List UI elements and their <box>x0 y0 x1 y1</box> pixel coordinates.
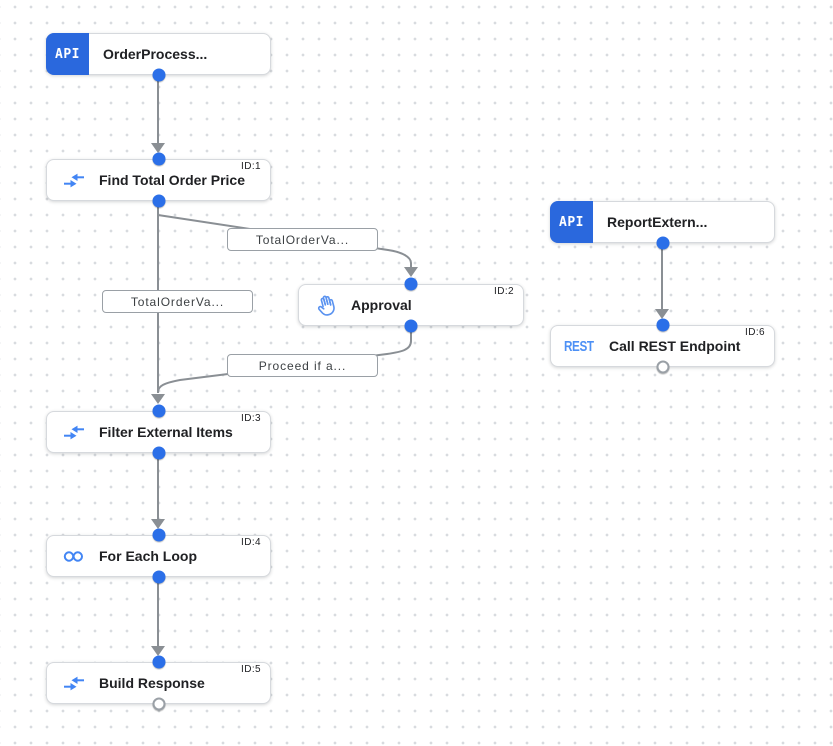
task-id-badge: ID:6 <box>745 327 765 338</box>
connector-in-handle[interactable] <box>152 152 165 166</box>
connector-out-handle[interactable] <box>152 570 165 584</box>
arrowhead-icon <box>151 519 165 529</box>
hand-approval-icon <box>313 294 339 317</box>
node-order-trigger[interactable]: API OrderProcess... <box>46 33 271 82</box>
task-id-badge: ID:5 <box>241 664 261 675</box>
node-build-response[interactable]: ID:5 Build Response <box>46 655 271 711</box>
infinity-loop-icon <box>61 550 87 563</box>
data-mapping-icon <box>61 676 87 691</box>
connector-in-handle[interactable] <box>152 528 165 542</box>
arrowhead-icon <box>404 267 418 277</box>
node-title: Build Response <box>99 675 205 691</box>
arrowhead-icon <box>151 143 165 153</box>
api-badge: API <box>46 33 89 75</box>
edge-label-find-to-approval[interactable]: TotalOrderVa... <box>227 228 378 251</box>
node-title: Find Total Order Price <box>99 172 245 188</box>
arrowhead-icon <box>151 646 165 656</box>
edge-find-to-approval <box>157 207 412 267</box>
connector-out-handle-empty[interactable] <box>656 360 669 374</box>
task-id-badge: ID:3 <box>241 413 261 424</box>
data-mapping-icon <box>61 425 87 440</box>
task-id-badge: ID:2 <box>494 286 514 297</box>
node-call-rest-endpoint[interactable]: ID:6 REST Call REST Endpoint <box>550 318 775 374</box>
connector-out-handle[interactable] <box>404 319 418 333</box>
connector-out-handle[interactable] <box>152 446 165 460</box>
task-id-badge: ID:1 <box>241 161 261 172</box>
connector-in-handle[interactable] <box>656 318 669 332</box>
node-for-each-loop[interactable]: ID:4 For Each Loop <box>46 528 271 584</box>
node-title: OrderProcess... <box>103 46 208 62</box>
api-badge: API <box>550 201 593 243</box>
node-title: For Each Loop <box>99 548 197 564</box>
node-title: Approval <box>351 297 412 313</box>
node-report-trigger[interactable]: API ReportExtern... <box>550 201 775 250</box>
connector-out-handle[interactable] <box>152 68 165 82</box>
edge-label-approval-to-filter[interactable]: Proceed if a... <box>227 354 378 377</box>
node-find-total-order-price[interactable]: ID:1 Find Total Order Price <box>46 152 271 208</box>
connector-in-handle[interactable] <box>404 277 418 291</box>
connector-in-handle[interactable] <box>152 404 165 418</box>
node-title: Filter External Items <box>99 424 233 440</box>
node-filter-external-items[interactable]: ID:3 Filter External Items <box>46 404 271 460</box>
arrowhead-icon <box>151 394 165 404</box>
rest-wordmark-icon: REST <box>563 337 594 355</box>
task-id-badge: ID:4 <box>241 537 261 548</box>
arrowhead-icon <box>655 309 669 319</box>
node-title: Call REST Endpoint <box>609 338 741 354</box>
data-mapping-icon <box>61 173 87 188</box>
edge-approval-to-filter <box>157 332 412 393</box>
connector-in-handle[interactable] <box>152 655 165 669</box>
connector-out-handle[interactable] <box>656 236 669 250</box>
edge-label-find-to-filter[interactable]: TotalOrderVa... <box>102 290 253 313</box>
connector-out-handle[interactable] <box>152 194 165 208</box>
connector-out-handle-empty[interactable] <box>152 697 165 711</box>
node-title: ReportExtern... <box>607 214 708 230</box>
node-approval[interactable]: ID:2 Approval <box>298 277 524 333</box>
